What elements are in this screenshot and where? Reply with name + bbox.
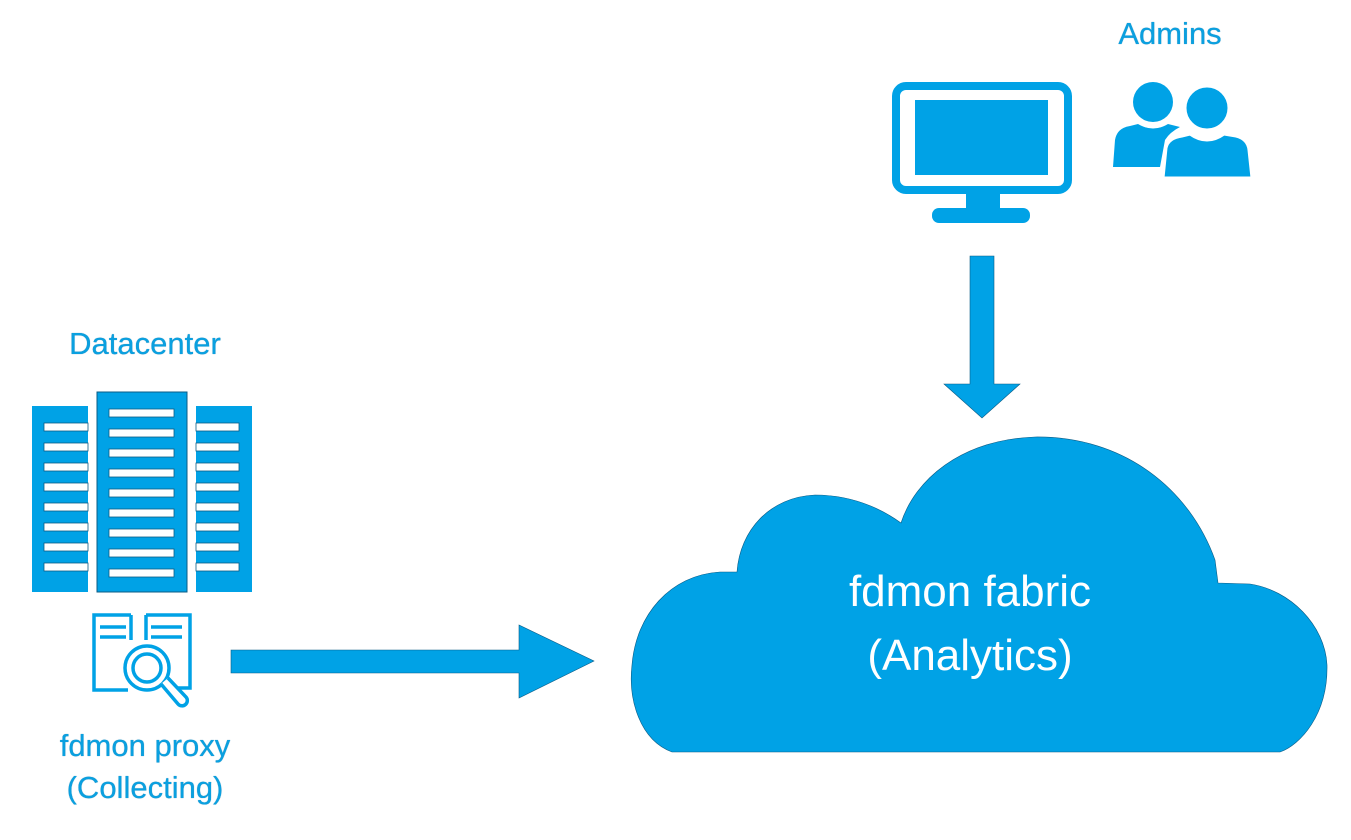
rack-slot — [43, 562, 89, 572]
proxy-label-line1: fdmon proxy — [59, 728, 231, 763]
monitor-base — [932, 208, 1030, 223]
rack-slot — [108, 408, 175, 418]
users-icon — [1113, 82, 1254, 180]
document-search-icon — [92, 613, 192, 708]
fabric-label-line1: fdmon fabric — [848, 567, 1092, 616]
rack-slot — [195, 422, 240, 432]
magnifier-handle — [159, 676, 190, 708]
arrow-admins-to-fabric — [943, 255, 1021, 419]
rack-slot — [108, 468, 175, 478]
rack-slot — [195, 442, 240, 452]
monitor-icon — [892, 82, 1072, 223]
arrow-down-icon — [943, 255, 1021, 419]
rack-slot — [108, 568, 175, 578]
rack-slot — [108, 548, 175, 558]
rack-slot — [43, 482, 89, 492]
fabric-label-line2: (Analytics) — [867, 631, 1073, 680]
rack-slot — [43, 462, 89, 472]
monitor-screen — [915, 100, 1048, 175]
rack-right — [196, 406, 252, 592]
datacenter-label: Datacenter — [69, 326, 221, 361]
rack-slot — [43, 542, 89, 552]
rack-slot — [108, 488, 175, 498]
arrow-proxy-to-fabric — [230, 624, 595, 699]
rack-slot — [195, 562, 240, 572]
rack-slot — [195, 542, 240, 552]
user-back-head — [1133, 82, 1173, 122]
user-front-head — [1183, 84, 1231, 132]
rack-slot — [108, 448, 175, 458]
book-right-page — [146, 613, 192, 690]
arrow-right-icon — [230, 624, 595, 699]
book-spine — [129, 615, 148, 640]
rack-slot — [43, 442, 89, 452]
rack-slot — [108, 508, 175, 518]
server-racks-icon — [32, 391, 252, 593]
admins-label: Admins — [1118, 16, 1222, 51]
rack-slot — [43, 522, 89, 532]
rack-slot — [195, 522, 240, 532]
rack-slot — [108, 528, 175, 538]
rack-slot — [195, 482, 240, 492]
book-left-page — [92, 613, 131, 692]
cloud-icon — [631, 436, 1328, 753]
rack-slot — [43, 502, 89, 512]
monitor-neck — [966, 192, 1000, 210]
rack-left — [32, 406, 88, 592]
monitor-frame — [892, 82, 1072, 194]
proxy-label-line2: (Collecting) — [66, 770, 224, 805]
user-front-body — [1161, 132, 1254, 180]
rack-slot — [43, 422, 89, 432]
user-back-body — [1113, 124, 1180, 167]
magnifier-lens-inner — [131, 652, 163, 684]
rack-slot — [195, 462, 240, 472]
rack-slot — [195, 502, 240, 512]
rack-slot — [108, 428, 175, 438]
